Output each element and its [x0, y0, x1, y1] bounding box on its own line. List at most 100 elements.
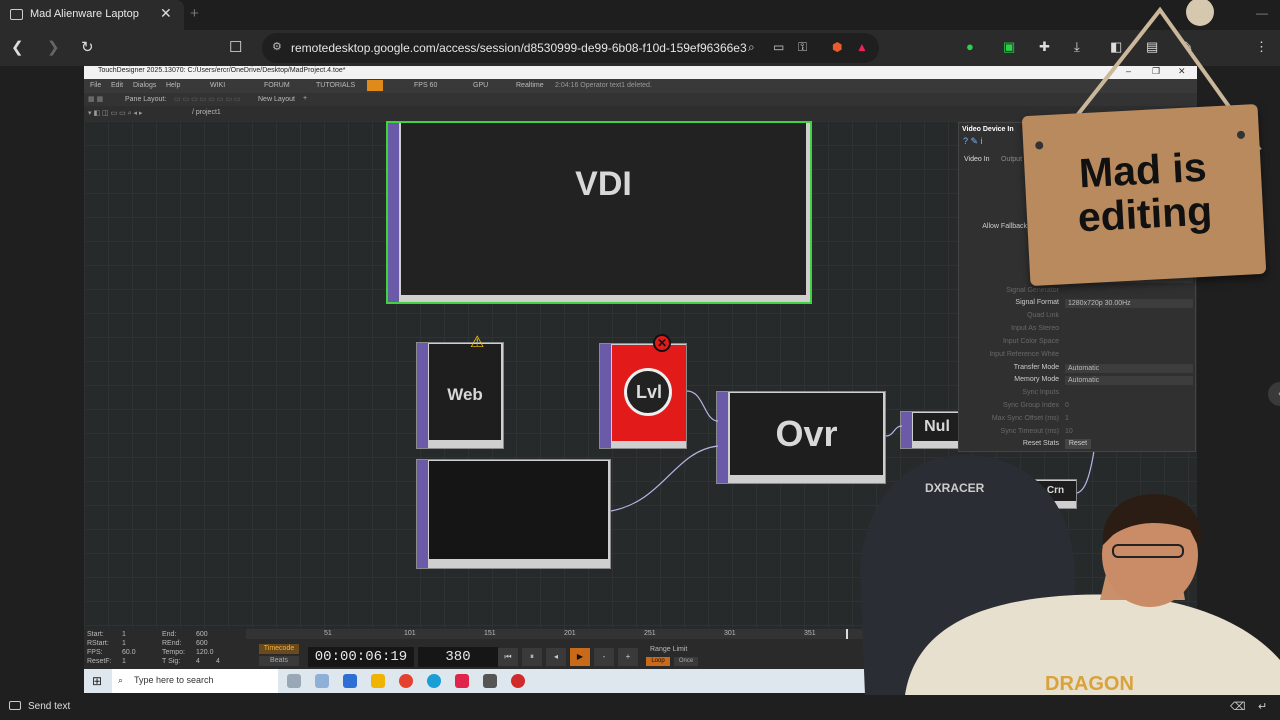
timeline-ruler[interactable]: 51 101 151 201 251 301 351	[246, 629, 880, 639]
extension-green-icon[interactable]: ●	[966, 39, 974, 54]
tl-start-label: Start:	[87, 631, 104, 638]
warning-icon[interactable]: ⚠	[470, 334, 485, 351]
back-icon[interactable]: ❮	[11, 39, 24, 56]
perform-mode-icon[interactable]	[367, 80, 383, 91]
tl-tsig-a[interactable]: 4	[196, 658, 200, 665]
null-node[interactable]: Nul	[900, 411, 961, 449]
level-node[interactable]: Lvl	[599, 343, 687, 449]
forum-button[interactable]: FORUM	[264, 82, 290, 89]
cast-icon[interactable]: ▭	[773, 40, 785, 54]
empty-top-node[interactable]	[416, 459, 611, 569]
new-tab-icon[interactable]: +	[190, 5, 199, 22]
playhead[interactable]	[846, 629, 848, 639]
address-bar[interactable]: ⚙ remotedesktop.google.com/access/sessio…	[262, 33, 879, 63]
menu-edit[interactable]: Edit	[111, 82, 124, 89]
step-plus-icon[interactable]: +	[618, 648, 638, 666]
chrome-icon[interactable]	[399, 674, 413, 688]
td-close-icon[interactable]: ✕	[1178, 66, 1186, 76]
param-memory-mode-value[interactable]: Automatic	[1065, 376, 1193, 385]
download-icon[interactable]: ⤓	[1074, 39, 1080, 54]
error-icon[interactable]: ✕	[653, 334, 671, 352]
loop-button[interactable]: Loop	[646, 657, 670, 666]
help-icon[interactable]: ? ✎ i	[963, 136, 983, 146]
extensions-puzzle-icon[interactable]: ✚	[1039, 39, 1050, 54]
play-icon[interactable]: ▶	[570, 648, 590, 666]
td-minimize-icon[interactable]: –	[1126, 66, 1132, 76]
url-text[interactable]: remotedesktop.google.com/access/session/…	[291, 41, 747, 55]
wiki-button[interactable]: WIKI	[210, 82, 226, 89]
vdi-node[interactable]: VDI	[386, 121, 812, 304]
beats-mode-button[interactable]: Beats	[259, 656, 299, 666]
backspace-icon[interactable]: ⌫	[1230, 701, 1246, 713]
tl-tsig-b[interactable]: 4	[216, 658, 220, 665]
add-layout-icon[interactable]: +	[303, 95, 308, 102]
app-red-icon[interactable]	[455, 674, 469, 688]
taskbar-search[interactable]: ⌕ Type here to search	[112, 669, 278, 693]
step-minus-icon[interactable]: -	[594, 648, 614, 666]
zoom-icon[interactable]: ⌕	[748, 40, 755, 54]
side-panel-toggle[interactable]: ‹	[1268, 382, 1280, 406]
frame-field[interactable]: 380	[418, 647, 498, 667]
network-nav-icons[interactable]: ▾ ◧ ◫ ▭ ▭ ⌕ ◂ ▸	[88, 110, 143, 117]
extension-grid-icon[interactable]: ▣	[1003, 39, 1016, 54]
param-max-sync-value[interactable]: 1	[1065, 415, 1069, 422]
tl-start-value[interactable]: 1	[122, 631, 126, 638]
tutorials-button[interactable]: TUTORIALS	[316, 82, 356, 89]
edge-icon[interactable]	[427, 674, 441, 688]
menu-dialogs[interactable]: Dialogs	[133, 82, 157, 89]
enter-icon[interactable]: ↵	[1258, 701, 1268, 713]
reload-icon[interactable]: ↻	[81, 39, 94, 56]
timecode-mode-button[interactable]: Timecode	[259, 644, 299, 654]
tl-rend-value[interactable]: 600	[196, 640, 208, 647]
menu-dots-icon[interactable]: ⋮	[1255, 39, 1268, 54]
menu-help[interactable]: Help	[166, 82, 181, 89]
vdi-node-viewer: VDI	[401, 123, 806, 295]
over-node[interactable]: Ovr	[716, 391, 886, 484]
tl-fps-value[interactable]: 60.0	[122, 649, 136, 656]
tl-rstart-value[interactable]: 1	[122, 640, 126, 647]
tl-resetf-value[interactable]: 1	[122, 658, 126, 665]
param-tab-video-in[interactable]: Video In	[964, 156, 990, 163]
keyboard-icon[interactable]	[9, 701, 21, 710]
close-tab-icon[interactable]: ✕	[160, 5, 172, 21]
tl-end-value[interactable]: 600	[196, 631, 208, 638]
site-info-icon[interactable]: ⚙	[272, 41, 282, 53]
once-button[interactable]: Once	[674, 657, 698, 666]
app-record-icon[interactable]	[511, 674, 525, 688]
minimize-window-icon[interactable]: —	[1256, 6, 1268, 20]
file-explorer-icon[interactable]	[371, 674, 385, 688]
tl-tempo-value[interactable]: 120.0	[196, 649, 214, 656]
param-transfer-mode-value[interactable]: Automatic	[1065, 364, 1193, 373]
network-path[interactable]: / project1	[192, 109, 221, 116]
reset-stats-button[interactable]: Reset	[1065, 439, 1091, 449]
param-signal-format-value[interactable]: 1280x720p 30.00Hz	[1065, 299, 1193, 308]
param-sync-timeout-value[interactable]: 10	[1065, 428, 1073, 435]
sidebar-icon[interactable]: ◧	[1110, 39, 1123, 54]
web-node[interactable]: Web	[416, 342, 504, 449]
new-layout-button[interactable]: New Layout	[258, 96, 295, 103]
param-tab-output[interactable]: Output	[1001, 156, 1023, 163]
windows-start-icon[interactable]: ⊞	[92, 674, 103, 688]
browser-tab[interactable]: Mad Alienware Laptop ✕	[0, 0, 184, 30]
forward-icon[interactable]: ❯	[47, 39, 60, 56]
rewind-icon[interactable]: ⏮	[498, 648, 518, 666]
password-key-icon[interactable]: ⚿	[798, 40, 808, 54]
touchdesigner-icon[interactable]	[483, 674, 497, 688]
realtime-toggle[interactable]: Realtime	[516, 82, 544, 89]
timecode-field[interactable]: 00:00:06:19	[308, 647, 414, 667]
param-sync-group-value[interactable]: 0	[1065, 402, 1069, 409]
bookmark-icon[interactable]: ☐	[229, 39, 243, 56]
send-text-button[interactable]: Send text	[28, 701, 71, 712]
widgets-icon[interactable]	[315, 674, 329, 688]
brave-shield-icon[interactable]: ⬢	[832, 40, 843, 54]
pane-split-icon[interactable]: ▦ ▦	[88, 96, 104, 103]
menu-file[interactable]: File	[90, 82, 102, 89]
brave-rewards-icon[interactable]: ▲	[856, 40, 868, 54]
pause-icon[interactable]: ⏸	[522, 648, 542, 666]
td-restore-icon[interactable]: ❐	[1152, 66, 1161, 76]
store-icon[interactable]	[343, 674, 357, 688]
step-back-icon[interactable]: ◂	[546, 648, 566, 666]
wallet-icon[interactable]: ▤	[1146, 39, 1159, 54]
pane-layout-presets[interactable]: ▭ ▭ ▭ ▭ ▭ ▭ ▭ ▭	[174, 96, 241, 103]
task-view-icon[interactable]	[287, 674, 301, 688]
